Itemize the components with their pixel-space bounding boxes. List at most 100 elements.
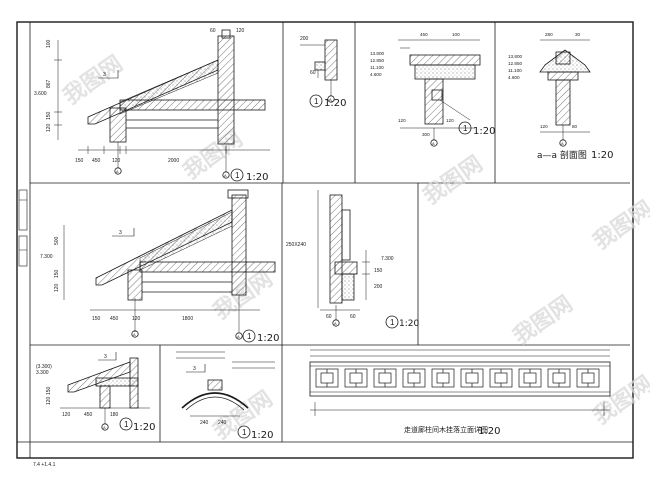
watermark-text: 我图网 — [589, 196, 650, 254]
elevation-title: 走道廊柱间木挂落立面详图 — [404, 425, 488, 434]
slope-label: 3 — [193, 366, 196, 372]
detail-marker: 1 — [247, 332, 252, 341]
dim-label: 180 — [110, 412, 119, 418]
axis-label: A — [103, 425, 106, 430]
slope-label: 3 — [104, 354, 107, 360]
dim-label: 120 — [540, 124, 548, 129]
dim-label: 150 — [374, 268, 383, 274]
detail-marker: 1 — [463, 124, 468, 133]
detail-arch-labels: 3 240 240 1 1:20 — [193, 366, 273, 441]
dim-label: 120 — [446, 118, 454, 123]
detail-arch — [176, 351, 275, 439]
elevation-label: 7.300 — [381, 256, 394, 262]
dim-label: 120 — [46, 123, 52, 132]
dim-label: 150 — [46, 386, 52, 395]
watermark-text: 我图网 — [419, 151, 487, 209]
lattice-panel — [373, 368, 397, 388]
dim-label: 120 — [46, 396, 52, 405]
dim-label: 150 — [54, 269, 60, 278]
lattice-panels — [315, 368, 600, 388]
axis-label: A — [133, 332, 136, 337]
dim-label: 200 — [300, 36, 309, 42]
slope-label: 3 — [103, 72, 106, 78]
detail-wall-section — [317, 190, 399, 329]
dim-label: 120 — [132, 316, 141, 322]
detail-marker: 1 — [242, 428, 247, 437]
detail-elevation-labels: 走道廊柱间木挂落立面详图 1:20 — [404, 425, 500, 437]
detail-marker: 1 — [390, 318, 395, 327]
detail-eave-a-labels: 3 3.600 100 867 150 120 60 120 150 450 1… — [34, 28, 268, 183]
dim-label: 450 — [420, 32, 428, 37]
dim-label: 120 — [62, 412, 71, 418]
scale-label: 1:20 — [133, 422, 155, 433]
dim-label: 120 — [54, 283, 60, 292]
detail-beam — [398, 39, 481, 147]
detail-marker: 1 — [314, 97, 319, 106]
elevation-label: 11.100 — [370, 65, 384, 70]
dim-label: 240 — [200, 420, 209, 426]
dim-label: 150 — [46, 111, 52, 120]
detail-section-aa — [539, 39, 591, 147]
axis-label: A — [237, 334, 240, 339]
lattice-panel — [315, 368, 339, 388]
elevation-label: 3.600 — [34, 91, 47, 97]
lattice-panel — [576, 368, 600, 388]
elevation-label: 7.300 — [40, 254, 53, 260]
elevation-label: 11.100 — [508, 68, 522, 73]
dim-label: 150 — [75, 158, 84, 164]
dim-label: 100 — [46, 39, 52, 48]
dim-label: 280 — [545, 32, 553, 37]
lattice-panel — [518, 368, 542, 388]
scale-label: 1:20 — [399, 319, 419, 329]
dim-label: 150 — [92, 316, 101, 322]
elevation-label: 3.300 — [36, 370, 49, 376]
lattice-panel — [489, 368, 513, 388]
detail-marker: 1 — [235, 171, 240, 180]
scale-label: 1:20 — [473, 126, 495, 137]
axis-label: A — [116, 169, 119, 174]
dim-label: 200 — [374, 284, 383, 290]
dim-label: 300 — [422, 132, 430, 137]
lattice-panel — [431, 368, 455, 388]
dim-label: 450 — [92, 158, 101, 164]
detail-marker: 1 — [124, 420, 129, 429]
scale-label: 1:20 — [478, 426, 500, 437]
axis-label: A — [432, 141, 435, 146]
detail-elevation — [309, 349, 611, 416]
dim-label: 867 — [46, 79, 52, 88]
scale-label: 1:20 — [246, 172, 268, 183]
detail-wall-section-labels: 250X240 7.300 150 200 60 60 A 1 1:20 — [286, 242, 419, 329]
detail-eave-a — [54, 29, 270, 182]
axis-label: A — [334, 321, 337, 326]
elevation-label: 13.800 — [508, 54, 522, 59]
watermark-text: 我图网 — [59, 51, 127, 109]
watermark-text: 我图网 — [509, 291, 577, 349]
scale-label: 1:20 — [257, 333, 279, 344]
detail-eave-b — [63, 189, 276, 343]
dim-label: 120 — [236, 28, 245, 34]
dim-label: 60 — [350, 314, 356, 320]
elevation-label: 4.600 — [508, 75, 520, 80]
detail-eave-small-labels: 3 (3.300) 3.300 150 120 120 450 180 A 1 … — [36, 354, 155, 433]
footer-note: 7.4 +1.4.1 — [33, 462, 56, 468]
lattice-panel — [344, 368, 368, 388]
dim-label: 120 — [112, 158, 121, 164]
dim-label: 500 — [54, 236, 60, 245]
section-title: a—a 剖面图 — [537, 149, 587, 161]
detail-beam-labels: 450 100 13.800 12.850 11.100 4.600 120 3… — [370, 32, 495, 146]
dim-label: 60 — [310, 70, 316, 76]
dim-label: 240 — [218, 420, 227, 426]
dim-label: 60 — [210, 28, 216, 34]
elevation-label: 12.850 — [508, 61, 522, 66]
dim-label: 1800 — [182, 316, 193, 322]
detail-eave-small — [60, 352, 150, 431]
note-label: 250X240 — [286, 242, 306, 248]
lattice-panel — [460, 368, 484, 388]
axis-label: A — [224, 173, 227, 178]
axis-label: A — [561, 141, 564, 146]
watermark-text: 我图网 — [589, 371, 650, 429]
detail-section-aa-labels: 280 30 13.800 12.850 11.100 4.600 120 80… — [508, 32, 613, 161]
dim-label: 450 — [84, 412, 93, 418]
axis-label: A — [329, 97, 332, 102]
